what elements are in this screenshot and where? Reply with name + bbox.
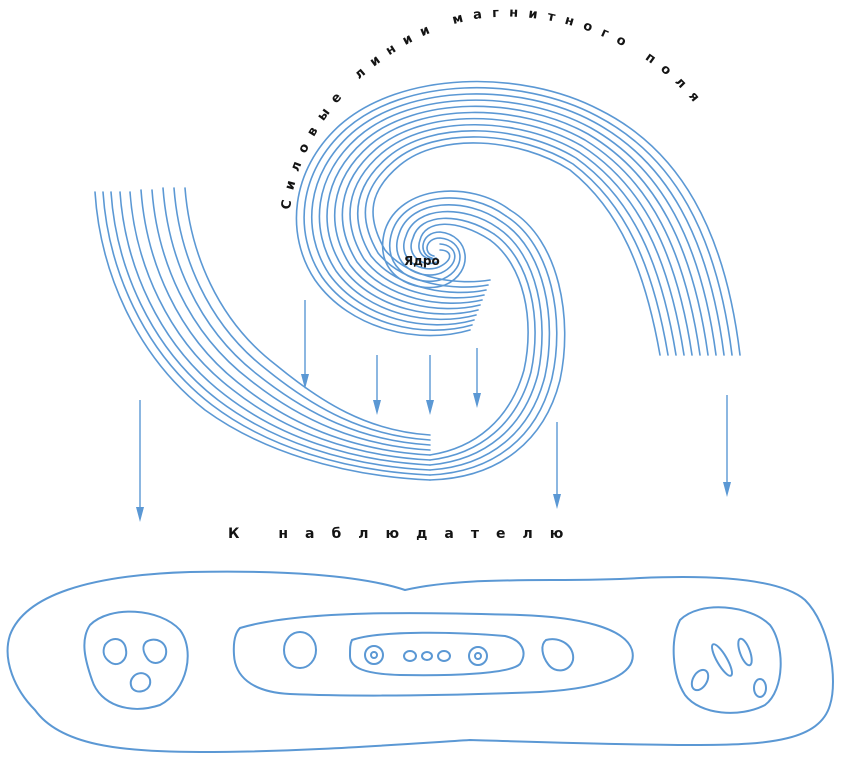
observer-label: К наблюдателю	[228, 526, 580, 542]
left-knot-core-1	[104, 639, 127, 664]
observer-arrows	[136, 300, 731, 522]
left-outer-field-lines	[95, 188, 430, 480]
outer-contour	[8, 572, 833, 752]
arrow-4	[426, 355, 434, 415]
middle-spiral-field-lines	[296, 82, 740, 355]
right-knot-core-3	[736, 637, 755, 667]
lower-arm-field-lines	[430, 210, 565, 480]
right-knot-core-4	[754, 679, 766, 697]
knot-c	[404, 651, 416, 661]
left-knot	[84, 612, 187, 709]
edge-on-galaxy-contours	[8, 572, 833, 752]
arrow-2	[301, 300, 309, 389]
knot-e	[438, 651, 450, 661]
knot-b-core	[371, 652, 377, 658]
right-knot-core-1	[688, 667, 711, 693]
arrow-6	[553, 422, 561, 509]
left-knot-core-2	[143, 640, 166, 663]
nucleus-label: Ядро	[404, 254, 440, 268]
arrow-5	[473, 348, 481, 408]
right-knot-core-2	[709, 642, 736, 678]
arrow-3	[373, 355, 381, 415]
knot-b	[365, 646, 383, 664]
knot-d	[422, 652, 432, 660]
arrow-1	[136, 400, 144, 522]
knot-g	[542, 639, 573, 670]
knot-f	[469, 647, 487, 665]
left-knot-core-3	[131, 673, 151, 691]
knot-a	[284, 632, 316, 668]
arrow-7	[723, 395, 731, 497]
knot-f-core	[475, 653, 481, 659]
